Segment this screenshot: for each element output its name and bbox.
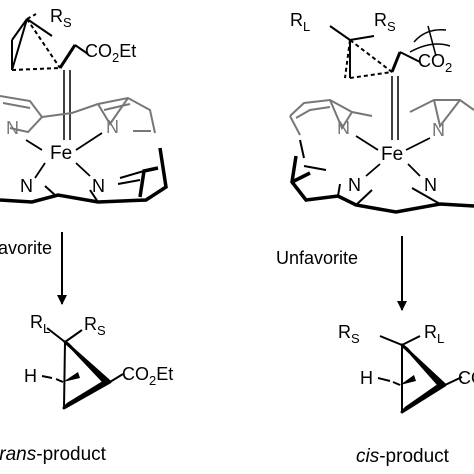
right-product-rs: RS — [338, 322, 360, 346]
left-atom-n3: N — [20, 176, 33, 196]
left-product-rs: RS — [84, 314, 106, 338]
left-product-wedge — [62, 340, 112, 410]
right-rs-label: RS — [374, 10, 396, 34]
left-product-h-wedge — [63, 372, 80, 382]
left-product-rl: RL — [30, 312, 50, 336]
left-pathway-label: avorite — [0, 238, 52, 258]
left-atom-n1: N — [6, 118, 19, 138]
right-product-rl: RL — [424, 322, 444, 346]
left-product-h: H — [24, 366, 37, 386]
right-product-h-wedge — [400, 375, 416, 385]
left-porphyrin-front — [0, 147, 168, 204]
left-panel: RS CO2Et N N Fe — [0, 6, 173, 465]
left-product-ester: CO2Et — [122, 364, 173, 388]
left-fe-bonds — [25, 132, 103, 179]
right-atom-n4: N — [424, 175, 437, 195]
right-fe-bonds — [355, 135, 431, 177]
left-rs-label: RS — [50, 6, 72, 30]
right-pathway-label: Unfavorite — [276, 248, 358, 268]
right-atom-n2: N — [432, 120, 445, 140]
left-ester-label: CO2Et — [85, 41, 136, 65]
right-rl-label: RL — [290, 10, 310, 34]
right-metal-fe: Fe — [381, 144, 403, 165]
right-product-wedge — [400, 343, 447, 414]
right-approach-bonds — [329, 25, 451, 140]
left-atom-n4: N — [92, 176, 105, 196]
left-product-name: trans-product — [0, 444, 107, 465]
left-approach-bonds — [11, 13, 89, 140]
left-porphyrin-back — [0, 95, 156, 134]
right-atom-n3: N — [348, 175, 361, 195]
right-ester-label: CO2 — [418, 51, 452, 75]
right-product-name: cis-product — [356, 446, 450, 467]
right-product-ester: CO — [458, 368, 474, 388]
right-porphyrin-back — [289, 98, 474, 136]
right-porphyrin-front — [290, 139, 474, 214]
left-metal-fe: Fe — [50, 143, 72, 164]
right-atom-n1: N — [337, 118, 350, 138]
left-atom-n2: N — [106, 117, 119, 137]
right-panel: RL RS CO2 N N Fe — [276, 10, 474, 467]
right-product-h: H — [360, 368, 373, 388]
